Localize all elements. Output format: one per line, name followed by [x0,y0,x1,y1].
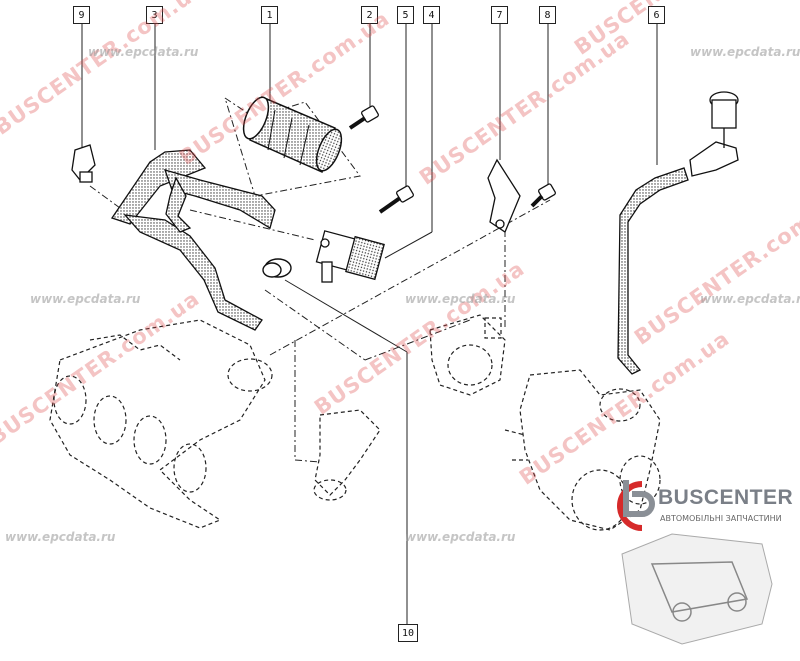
brand-name: BUSCENTER [658,486,794,509]
callout-6: 6 [648,6,665,24]
watermark-url: www.epcdata.ru [30,292,141,306]
watermark-url: www.epcdata.ru [88,45,199,59]
callout-5: 5 [397,6,414,24]
watermark-url: www.epcdata.ru [700,292,800,306]
leader-lines [81,24,658,624]
watermark-url: www.epcdata.ru [405,530,516,544]
hose-assembly [110,149,276,331]
callout-7: 7 [491,6,508,24]
intake-manifold-outline [49,319,273,529]
brand-tagline: АВТОМОБІЛЬНІ ЗАПЧАСТИНИ [660,514,782,523]
vacuum-pipe [617,91,739,375]
buscenter-logo [617,480,773,645]
hose-clamp [262,258,292,278]
callout-10: 10 [398,624,418,642]
callout-9: 9 [73,6,90,24]
callout-4: 4 [423,6,440,24]
bolt-8 [530,183,556,208]
bolt-2 [348,105,379,130]
watermark-url: www.epcdata.ru [690,45,800,59]
callout-3: 3 [146,6,163,24]
bolt-5 [378,185,414,214]
watermark-url: www.epcdata.ru [405,292,516,306]
solenoid-valve [315,230,385,283]
vacuum-pump-outline [429,314,506,396]
clip-9 [71,144,96,183]
filter-canister [242,95,343,174]
callout-1: 1 [261,6,278,24]
watermark-url: www.epcdata.ru [5,530,116,544]
callout-8: 8 [539,6,556,24]
bracket-7 [487,158,521,233]
egr-valve-outline [313,409,381,501]
callout-2: 2 [361,6,378,24]
